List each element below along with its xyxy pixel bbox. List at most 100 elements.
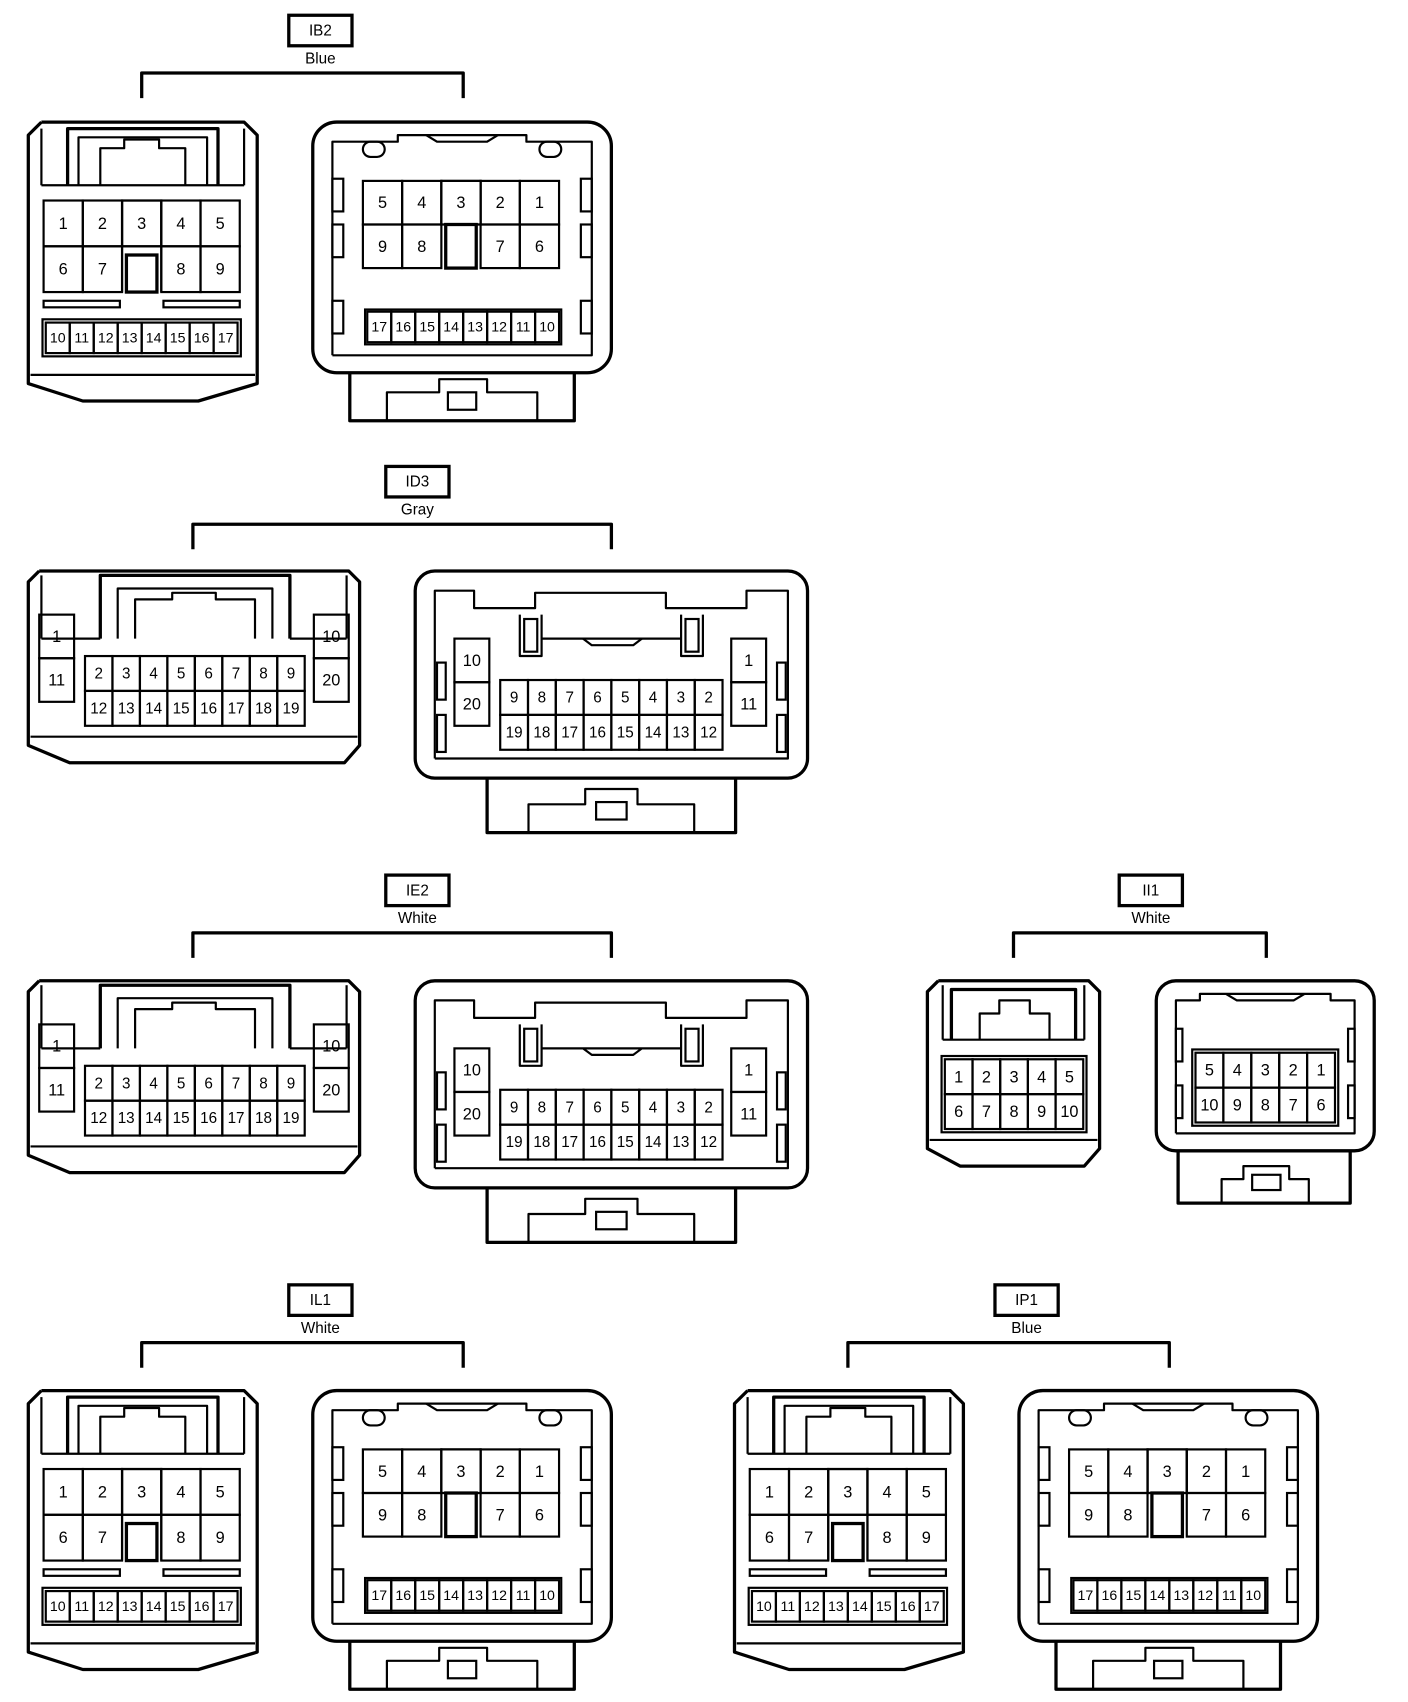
pin-number: 17 [371, 319, 387, 335]
pin-number: 5 [378, 194, 387, 212]
small-row-frame [41, 318, 242, 358]
pin-number: 8 [259, 1075, 267, 1092]
connector-color: White [1131, 910, 1170, 927]
pin-number: 1 [744, 1062, 753, 1080]
pin-number: 1 [1316, 1062, 1325, 1080]
lock-post-inner [523, 1027, 539, 1063]
housing-outline [925, 979, 1102, 1168]
lock-arm-inner [77, 136, 209, 186]
pin-cell [518, 223, 561, 270]
center-key [444, 1491, 478, 1539]
pin-number: 3 [843, 1483, 852, 1501]
connector-color: Blue [305, 50, 336, 67]
pin-number: 10 [463, 652, 481, 670]
pin-number: 10 [463, 1062, 481, 1080]
pin-number: 6 [593, 690, 601, 707]
pin-cell [312, 1066, 350, 1113]
lock-arm [98, 983, 292, 1049]
lock-post [680, 1024, 704, 1067]
latch-bar [868, 1568, 948, 1577]
pin-number: 9 [1037, 1103, 1046, 1121]
pin-number: 3 [122, 1075, 130, 1092]
pin-number: 1 [59, 1483, 68, 1501]
pin-number: 10 [539, 319, 555, 335]
pin-number: 8 [1123, 1506, 1132, 1524]
pin-number: 6 [954, 1103, 963, 1121]
connector-code: IB2 [309, 23, 332, 40]
pin-number: 8 [417, 238, 426, 256]
pin-number: 15 [617, 1134, 634, 1151]
lock-base [348, 1641, 576, 1691]
pin-number: 17 [228, 700, 245, 717]
pin-number: 4 [649, 1099, 658, 1116]
pin-cell [453, 1090, 491, 1137]
pin-number: 1 [52, 1038, 61, 1056]
lock-arm [65, 126, 220, 186]
pin-number: 12 [491, 319, 507, 335]
pin-cell [199, 245, 241, 294]
center-key [830, 1521, 865, 1563]
lock-latch [1220, 1165, 1310, 1204]
lock-latch-tab [446, 1659, 478, 1680]
pin-number: 4 [883, 1483, 892, 1501]
pin-number: 12 [491, 1588, 507, 1604]
pin-cell [38, 1066, 76, 1113]
pin-number: 20 [322, 1081, 340, 1099]
side-guide [775, 1123, 787, 1163]
pin-cell [120, 199, 163, 248]
pin-number: 10 [322, 628, 340, 646]
connector-bracket [1011, 931, 1268, 958]
side-guide [331, 223, 345, 259]
pin-number: 10 [1245, 1588, 1261, 1604]
lock-post [518, 1024, 543, 1067]
pin-number: 11 [740, 696, 757, 714]
pin-number: 11 [48, 1081, 65, 1099]
pin-cell [693, 1123, 724, 1161]
pin-number: 13 [118, 700, 135, 717]
housing-outline [26, 1388, 259, 1672]
housing-outline [26, 979, 362, 1175]
pin-number: 13 [672, 724, 689, 741]
side-guide [1346, 1084, 1356, 1120]
small-row-frame [363, 308, 563, 346]
pin-number: 4 [1123, 1463, 1132, 1481]
lock-post [518, 614, 543, 658]
pin-number: 7 [1289, 1097, 1298, 1115]
pin-number: 3 [1009, 1068, 1018, 1086]
side-guide [579, 1491, 593, 1527]
pin-cell [518, 1491, 561, 1538]
pin-number: 5 [216, 215, 225, 233]
pin-cell [276, 1099, 306, 1137]
side-guide [1037, 1491, 1051, 1527]
pin-number: 6 [1316, 1097, 1325, 1115]
lock-latch-tab [1251, 1173, 1282, 1192]
pin-cell [212, 1589, 239, 1623]
pin-number: 8 [176, 1529, 185, 1547]
lock-post [680, 614, 704, 658]
pin-number: 14 [145, 700, 162, 717]
pin-number: 11 [516, 319, 531, 335]
pin-number: 8 [538, 1099, 546, 1116]
lock-latch [385, 378, 539, 421]
housing-inner [331, 134, 593, 357]
pin-number: 3 [677, 1099, 685, 1116]
pin-number: 3 [456, 194, 465, 212]
pin-number: 3 [137, 215, 146, 233]
pin-number: 5 [1065, 1068, 1074, 1086]
connector-color: Gray [401, 502, 434, 519]
pin-number: 16 [395, 319, 411, 335]
pin-number: 5 [1084, 1463, 1093, 1481]
connector-color: Blue [1011, 1320, 1042, 1337]
pin-number: 9 [287, 666, 295, 683]
side-guide [775, 713, 787, 754]
lock-slot [425, 134, 499, 143]
pin-number: 8 [176, 261, 185, 279]
pin-cell [918, 1589, 945, 1623]
pin-number: 1 [535, 194, 544, 212]
side-guide [1285, 1491, 1300, 1527]
